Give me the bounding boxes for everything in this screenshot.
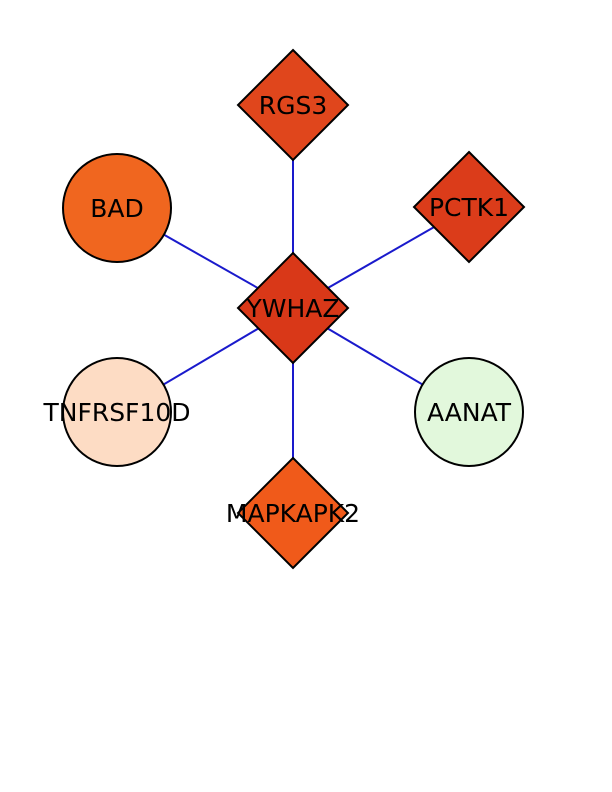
node-diamond-shape: [412, 150, 526, 264]
node-rgs3[interactable]: RGS3: [236, 48, 350, 162]
node-ywhaz[interactable]: YWHAZ: [236, 251, 350, 365]
node-label-pctk1: PCTK1: [429, 193, 509, 222]
node-diamond-shape: [236, 456, 350, 570]
node-label-tnfrsf10d: TNFRSF10D: [42, 398, 190, 427]
node-diamond-shape: [236, 48, 350, 162]
node-label-aanat: AANAT: [427, 398, 512, 427]
node-circle-shape: [62, 153, 172, 263]
node-label-rgs3: RGS3: [259, 91, 328, 120]
node-circle-shape: [414, 357, 524, 467]
node-label-mapkapk2: MAPKAPK2: [226, 499, 360, 528]
node-label-ywhaz: YWHAZ: [245, 294, 339, 323]
node-tnfrsf10d[interactable]: TNFRSF10D: [42, 357, 191, 467]
node-aanat[interactable]: AANAT: [414, 357, 524, 467]
node-circle-shape: [62, 357, 172, 467]
node-pctk1[interactable]: PCTK1: [412, 150, 526, 264]
node-diamond-shape: [236, 251, 350, 365]
node-bad[interactable]: BAD: [62, 153, 172, 263]
node-mapkapk2[interactable]: MAPKAPK2: [226, 456, 360, 570]
node-label-bad: BAD: [90, 194, 144, 223]
